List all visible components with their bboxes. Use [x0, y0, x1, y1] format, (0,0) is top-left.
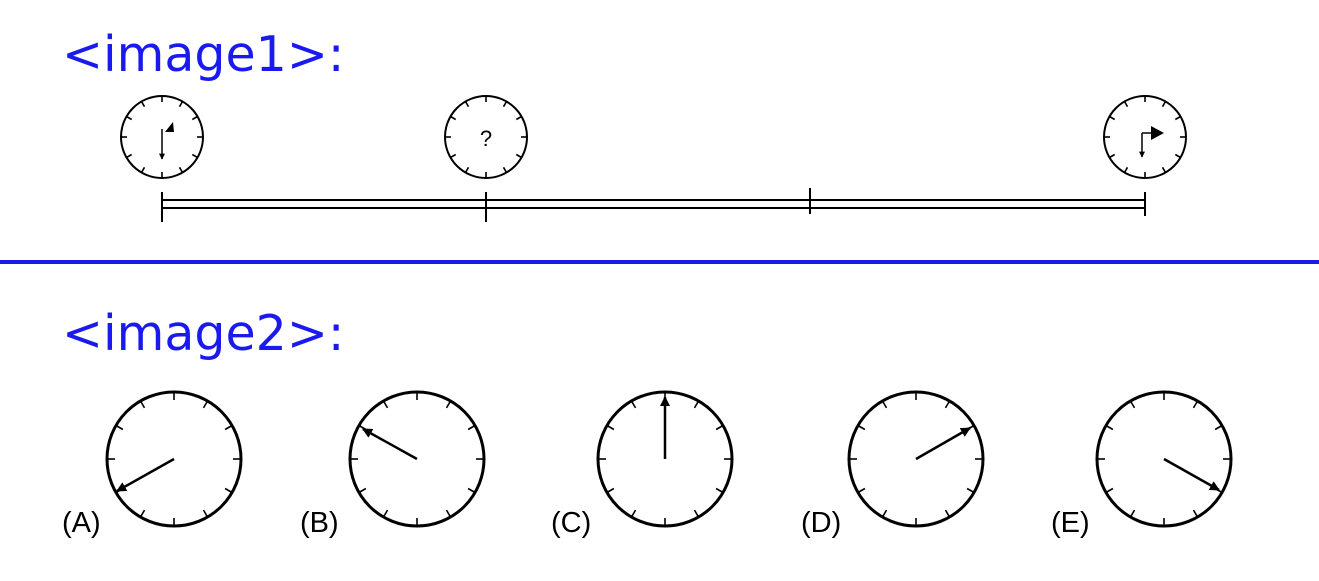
clock-tick — [630, 509, 637, 518]
options-figure: (A) (B) (C) — [62, 390, 1233, 539]
clock-tick — [191, 115, 198, 121]
clock-tick — [1123, 101, 1129, 108]
clock-tick — [1123, 166, 1129, 173]
clock-tick — [857, 424, 866, 431]
image1-heading: <image1>: — [62, 26, 345, 83]
option-e-clock — [1095, 390, 1233, 528]
clock-ticks — [1104, 96, 1186, 178]
clock-tick — [450, 153, 457, 159]
end-clock — [1103, 95, 1187, 179]
clock-tick — [140, 101, 146, 108]
clock-tick — [191, 153, 198, 159]
clock-tick — [358, 487, 367, 494]
option-c[interactable]: (C) — [551, 390, 734, 539]
clock-tick — [630, 400, 637, 409]
clock-tick — [464, 166, 470, 173]
clock-tick — [1174, 115, 1181, 121]
clock-tick — [1161, 166, 1167, 173]
clock-tick — [445, 509, 452, 518]
clock-tick — [1105, 424, 1114, 431]
clock-tick — [515, 153, 522, 159]
clock-tick — [1214, 424, 1223, 431]
clock-tick — [857, 487, 866, 494]
clock-tick — [140, 166, 146, 173]
option-e[interactable]: (E) — [1051, 390, 1233, 539]
clock-tick — [502, 166, 508, 173]
clock-tick — [715, 424, 724, 431]
clock-hand — [116, 457, 175, 493]
clock-tick — [224, 424, 233, 431]
clock-tick — [382, 509, 389, 518]
clock-tick — [224, 487, 233, 494]
clock-tick — [693, 509, 700, 518]
option-a-clock — [105, 390, 243, 528]
clock-tick — [881, 509, 888, 518]
clock-tick — [606, 424, 615, 431]
clock-tick — [1129, 509, 1136, 518]
clock-tick — [515, 115, 522, 121]
option-c-clock — [596, 390, 734, 528]
timeline-figure: ? — [120, 95, 1187, 222]
clock-tick — [464, 101, 470, 108]
option-b-label: (B) — [300, 507, 339, 539]
clock-ticks — [121, 96, 203, 178]
timeline-axis — [162, 199, 1145, 209]
image2-heading: <image2>: — [62, 305, 345, 362]
option-b-clock — [348, 390, 486, 528]
clock-tick — [944, 400, 951, 409]
clock-tick — [1161, 101, 1167, 108]
clock-tick — [450, 115, 457, 121]
start-clock — [120, 95, 204, 179]
clock-tick — [502, 101, 508, 108]
clock-tick — [693, 400, 700, 409]
clock-hand — [915, 426, 971, 461]
clock-tick — [178, 166, 184, 173]
clock-tick — [966, 487, 975, 494]
clock-ticks — [849, 392, 983, 526]
clock-tick — [1174, 153, 1181, 159]
timeline-panel: ? — [0, 0, 1319, 260]
clock-tick — [445, 400, 452, 409]
clock-tick — [202, 400, 209, 409]
clock-tick — [115, 424, 124, 431]
clock-tick — [178, 101, 184, 108]
clock-tick — [202, 509, 209, 518]
clock-tick — [715, 487, 724, 494]
clock-tick — [1129, 400, 1136, 409]
clock-tick — [1105, 487, 1114, 494]
clock-tick — [881, 400, 888, 409]
clock-tick — [126, 153, 133, 159]
option-d[interactable]: (D) — [801, 390, 985, 539]
option-c-label: (C) — [551, 507, 591, 539]
clock-tick — [1192, 400, 1199, 409]
clock-ticks — [445, 96, 527, 178]
option-a-label: (A) — [62, 507, 101, 539]
clock-tick — [1109, 115, 1116, 121]
clock-tick — [139, 509, 146, 518]
question-mark: ? — [480, 126, 492, 151]
section-divider — [0, 260, 1319, 264]
clock-tick — [382, 400, 389, 409]
clock-tick — [944, 509, 951, 518]
unknown-clock: ? — [444, 95, 528, 179]
clock-tick — [139, 400, 146, 409]
clock-tick — [467, 424, 476, 431]
option-d-clock — [847, 390, 985, 528]
clock-tick — [1109, 153, 1116, 159]
option-d-label: (D) — [801, 507, 841, 539]
option-a[interactable]: (A) — [62, 390, 243, 539]
clock-hands — [1139, 126, 1164, 158]
clock-tick — [1192, 509, 1199, 518]
clock-hands — [159, 122, 174, 160]
clock-ticks — [1097, 392, 1231, 526]
clock-hand — [1163, 457, 1220, 492]
option-b[interactable]: (B) — [300, 390, 486, 539]
clock-hand — [362, 427, 418, 461]
option-e-label: (E) — [1051, 507, 1090, 539]
clock-tick — [467, 487, 476, 494]
options-panel: (A) (B) (C) — [0, 264, 1319, 581]
clock-tick — [606, 487, 615, 494]
clock-tick — [126, 115, 133, 121]
